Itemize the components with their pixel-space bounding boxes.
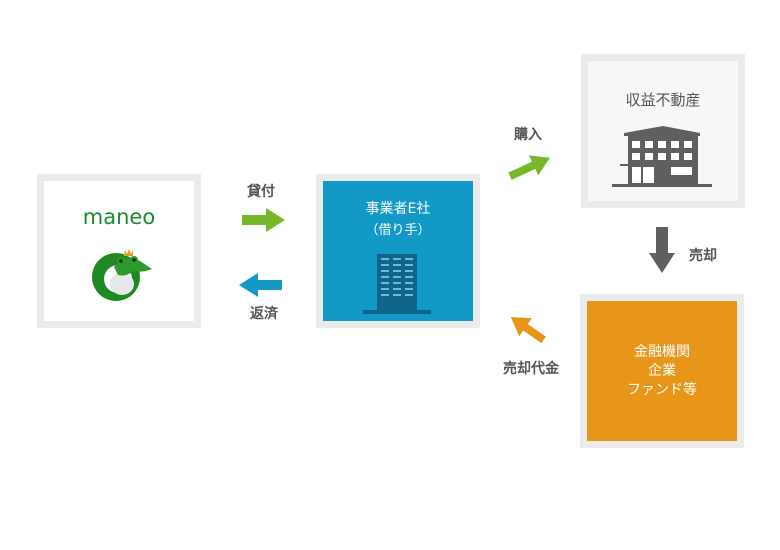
- loan-label: 貸付: [247, 184, 275, 200]
- repay-label: 返済: [250, 306, 278, 322]
- office-building-icon: [363, 254, 431, 314]
- property-box: 収益不動産: [581, 54, 745, 208]
- buyer-line-3: ファンド等: [627, 382, 697, 398]
- repay-arrow-icon: [239, 273, 282, 297]
- sale-arrow-icon: [649, 227, 675, 273]
- purchase-arrow-icon: [508, 155, 550, 180]
- buyer-line-1: 金融機関: [634, 344, 690, 360]
- buyer-line-2: 企業: [648, 363, 676, 379]
- purchase-label: 購入: [514, 127, 542, 143]
- frog-logo-icon: [92, 249, 152, 301]
- sale-proceeds-label: 売却代金: [503, 361, 559, 377]
- borrower-box: 事業者E社 （借り手）: [316, 174, 480, 328]
- buyers-box: 金融機関 企業 ファンド等: [580, 294, 744, 448]
- property-title: 収益不動産: [625, 91, 701, 109]
- borrower-title: 事業者E社: [365, 201, 431, 217]
- sale-label: 売却: [689, 248, 717, 264]
- proceeds-arrow-icon: [510, 316, 546, 344]
- maneo-logo-text: maneo: [82, 205, 156, 229]
- apartment-building-icon: [612, 126, 712, 187]
- lender-box: maneo: [37, 174, 201, 328]
- borrower-subtitle: （借り手）: [365, 223, 431, 238]
- loan-arrow-icon: [242, 208, 285, 232]
